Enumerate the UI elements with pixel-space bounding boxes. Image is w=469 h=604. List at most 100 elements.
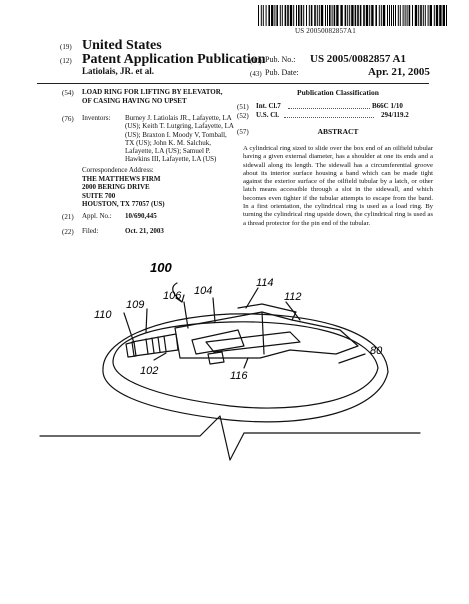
barcode-bar (393, 5, 394, 26)
barcode-bar (404, 5, 406, 26)
code-19: (19) (60, 43, 72, 51)
barcode-bar (298, 5, 300, 26)
barcode-bar (289, 5, 293, 26)
us-cl-leader (284, 111, 374, 118)
code-22: (22) (62, 228, 74, 236)
barcode-bar (308, 5, 310, 26)
barcode-bar (349, 5, 351, 26)
pub-no: US 2005/0082857 A1 (310, 53, 406, 65)
label-104: 104 (194, 285, 212, 297)
barcode-bar (399, 5, 401, 26)
housing-top (237, 303, 297, 321)
arrow-100 (175, 294, 185, 303)
barcode-bar (293, 5, 295, 26)
leader-106 (183, 301, 189, 329)
bolt-cap (125, 341, 137, 358)
barcode-bar (258, 5, 259, 26)
pub-date: Apr. 21, 2005 (368, 66, 430, 78)
label-100: 100 (150, 260, 172, 275)
leader-104 (212, 297, 216, 323)
code-76: (76) (62, 115, 74, 123)
leader-110 (123, 312, 135, 344)
barcode-bar (375, 5, 377, 26)
lock-tab (207, 351, 225, 365)
barcode-bar (427, 5, 429, 26)
leader-112 (285, 301, 301, 321)
barcode-bar (412, 5, 413, 26)
us-cl-label: U.S. Cl. (256, 111, 279, 119)
barcode-bar (382, 5, 386, 26)
correspondence-address: THE MATTHEWS FIRM 2000 BERING DRIVE SUIT… (82, 175, 165, 208)
corr-line: 2000 BERING DRIVE (82, 183, 150, 192)
barcode-bar (265, 5, 267, 26)
barcode-bar (414, 5, 418, 26)
barcode-bar (351, 5, 354, 26)
barcode-bar (418, 5, 420, 26)
barcode-bar (380, 5, 382, 26)
code-43: (43) (250, 70, 262, 78)
latch-housing (174, 311, 359, 359)
filed-label: Filed: (82, 227, 99, 235)
leader-116 (243, 357, 249, 369)
inventors-block: Burney J. Latiolais JR., Lafayette, LA (… (125, 114, 243, 164)
label-109: 109 (126, 299, 144, 311)
leader-102 (153, 352, 167, 361)
barcode-bar (395, 5, 396, 26)
barcode-bar (397, 5, 399, 26)
inventors-line: Lafayette, LA (US); Samuel P. (125, 147, 211, 156)
inventors-line: (US); Keith T. Lutgring, Lafayette, LA (125, 122, 234, 131)
ring-outer-edge (102, 368, 389, 423)
corr-line: THE MATTHEWS FIRM (82, 175, 161, 183)
barcode-bar (363, 5, 365, 26)
barcode-bar (300, 5, 303, 26)
appl-label: Appl. No.: (82, 212, 112, 220)
country-title: United States (82, 38, 162, 53)
barcode-bar (260, 5, 262, 26)
bolt-body (131, 333, 179, 357)
barcode-bar (369, 5, 371, 26)
label-116: 116 (230, 370, 248, 382)
barcode-bar (387, 5, 388, 26)
barcode-bar (331, 5, 333, 26)
leader-109 (145, 308, 148, 333)
barcode-bar (327, 5, 328, 26)
barcode-bar (340, 5, 343, 26)
barcode-bar (296, 5, 297, 26)
abstract-title: ABSTRACT (317, 127, 359, 136)
label-106: 106 (163, 290, 182, 302)
inventors-line: TX (US); John K. M. Salchuk, (125, 138, 211, 147)
int-cl-label: Int. Cl.7 (256, 102, 281, 110)
abstract-text: A cylindrical ring sized to slide over t… (243, 145, 433, 227)
barcode-bar (274, 5, 276, 26)
code-10: (10) (250, 57, 262, 65)
us-cl-value: 294/119.2 (381, 111, 409, 119)
title-line-2: OF CASING HAVING NO UPSET (82, 97, 187, 105)
barcode-bar (325, 5, 326, 26)
break-line (39, 415, 421, 461)
barcode-bar (281, 5, 283, 26)
barcode-bar (371, 5, 374, 26)
corr-line: SUITE 700 (82, 191, 116, 200)
barcode-bar (268, 5, 270, 26)
ring-inner-edge (112, 360, 379, 409)
barcode-bar (262, 5, 264, 26)
code-52: (52) (237, 112, 249, 120)
spring-coils (145, 335, 167, 355)
barcode-bar (359, 5, 362, 26)
barcode-bar (314, 5, 316, 26)
label-114: 114 (256, 277, 274, 289)
label-112: 112 (284, 291, 302, 303)
int-cl-value: B66C 1/10 (372, 102, 403, 110)
inventor-short: Latiolais, JR. et al. (82, 66, 154, 76)
pub-no-label: Pub. No.: (265, 55, 296, 64)
barcode-bar (442, 5, 445, 26)
leader-80 (338, 353, 366, 364)
inventors-line: Hawkins III, Lafayette, LA (US) (125, 155, 217, 164)
barcode-bar (439, 5, 442, 26)
barcode-bar (420, 5, 422, 26)
barcode-bar (347, 5, 349, 26)
barcode-bar (318, 5, 320, 26)
leader-114 (245, 287, 259, 309)
barcode-bar (287, 5, 289, 26)
correspondence-label: Correspondence Address: (82, 166, 154, 174)
